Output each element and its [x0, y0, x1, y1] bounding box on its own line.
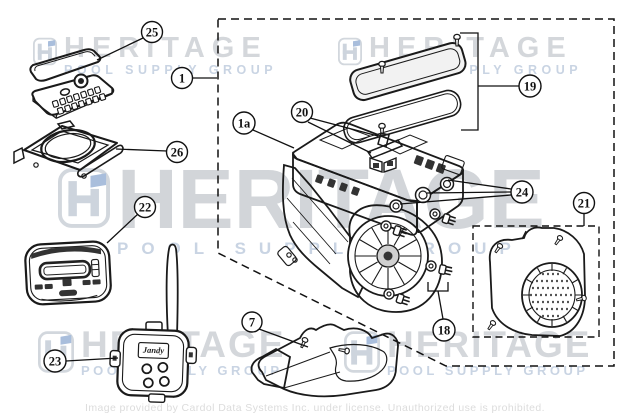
svg-text:18: 18 — [438, 324, 451, 338]
watermark-tagline: POOL SUPPLY GROUP — [64, 63, 278, 78]
wireless-transceiver: Jandy — [109, 243, 198, 404]
assembly-dashed-boundary — [217, 18, 615, 367]
antenna — [165, 243, 179, 337]
callout-25: 25 — [140, 20, 164, 44]
callout-21: 21 — [572, 191, 596, 215]
leader-24 — [399, 179, 512, 205]
svg-text:19: 19 — [524, 80, 537, 94]
handheld-remote — [24, 240, 112, 306]
watermark-brand: HERITAGE — [387, 324, 592, 365]
cover-gasket — [343, 89, 462, 144]
leader-7 — [258, 328, 309, 348]
bottom-shroud — [250, 323, 399, 398]
svg-text:21: 21 — [578, 197, 591, 211]
svg-text:24: 24 — [516, 186, 529, 200]
leader-20 — [307, 117, 379, 154]
callout-26: 26 — [165, 140, 189, 164]
callout-22: 22 — [133, 195, 157, 219]
blower-cover — [485, 226, 588, 337]
svg-text:1a: 1a — [238, 117, 251, 131]
heritage-logo-icon — [338, 37, 362, 66]
switch-with-screw — [366, 122, 404, 173]
keypad-with-flip-lid — [29, 48, 115, 120]
callout-18: 18 — [432, 318, 456, 342]
svg-text:20: 20 — [296, 106, 309, 120]
leader-23 — [65, 357, 119, 362]
svg-text:26: 26 — [171, 146, 184, 160]
callout-19: 19 — [518, 74, 542, 98]
leader-22 — [106, 213, 139, 244]
heritage-logo-icon — [58, 168, 110, 228]
svg-text:25: 25 — [146, 26, 159, 40]
callout-7: 7 — [241, 311, 263, 333]
watermark-brand: HERITAGE — [64, 32, 268, 64]
leader-26 — [115, 148, 168, 152]
svg-text:22: 22 — [139, 201, 152, 215]
leader-19 — [460, 32, 519, 131]
leader-1a — [252, 129, 295, 149]
svg-text:1: 1 — [179, 72, 185, 86]
mounting-bolts-with-washers — [378, 206, 459, 320]
power-center-enclosure — [277, 121, 465, 313]
blower-cover-dashed-boundary — [472, 225, 600, 338]
svg-text:7: 7 — [249, 316, 255, 330]
watermark-top-left: HERITAGE POOL SUPPLY GROUP — [33, 32, 278, 78]
leader-25 — [96, 37, 144, 61]
keypad-mounting-frame — [13, 120, 124, 179]
callout-20: 20 — [290, 100, 314, 124]
heritage-logo-icon — [33, 37, 57, 66]
license-text: Image provided by Cardol Data Systems In… — [85, 402, 545, 414]
callout-23: 23 — [43, 349, 67, 373]
conduit-bushings — [389, 176, 455, 213]
svg-text:23: 23 — [49, 355, 62, 369]
callout-1: 1 — [170, 66, 194, 90]
jandy-logo-text: Jandy — [142, 345, 165, 356]
callout-1a: 1a — [232, 111, 256, 135]
access-cover-with-screws — [343, 33, 467, 144]
callout-24: 24 — [510, 180, 534, 204]
